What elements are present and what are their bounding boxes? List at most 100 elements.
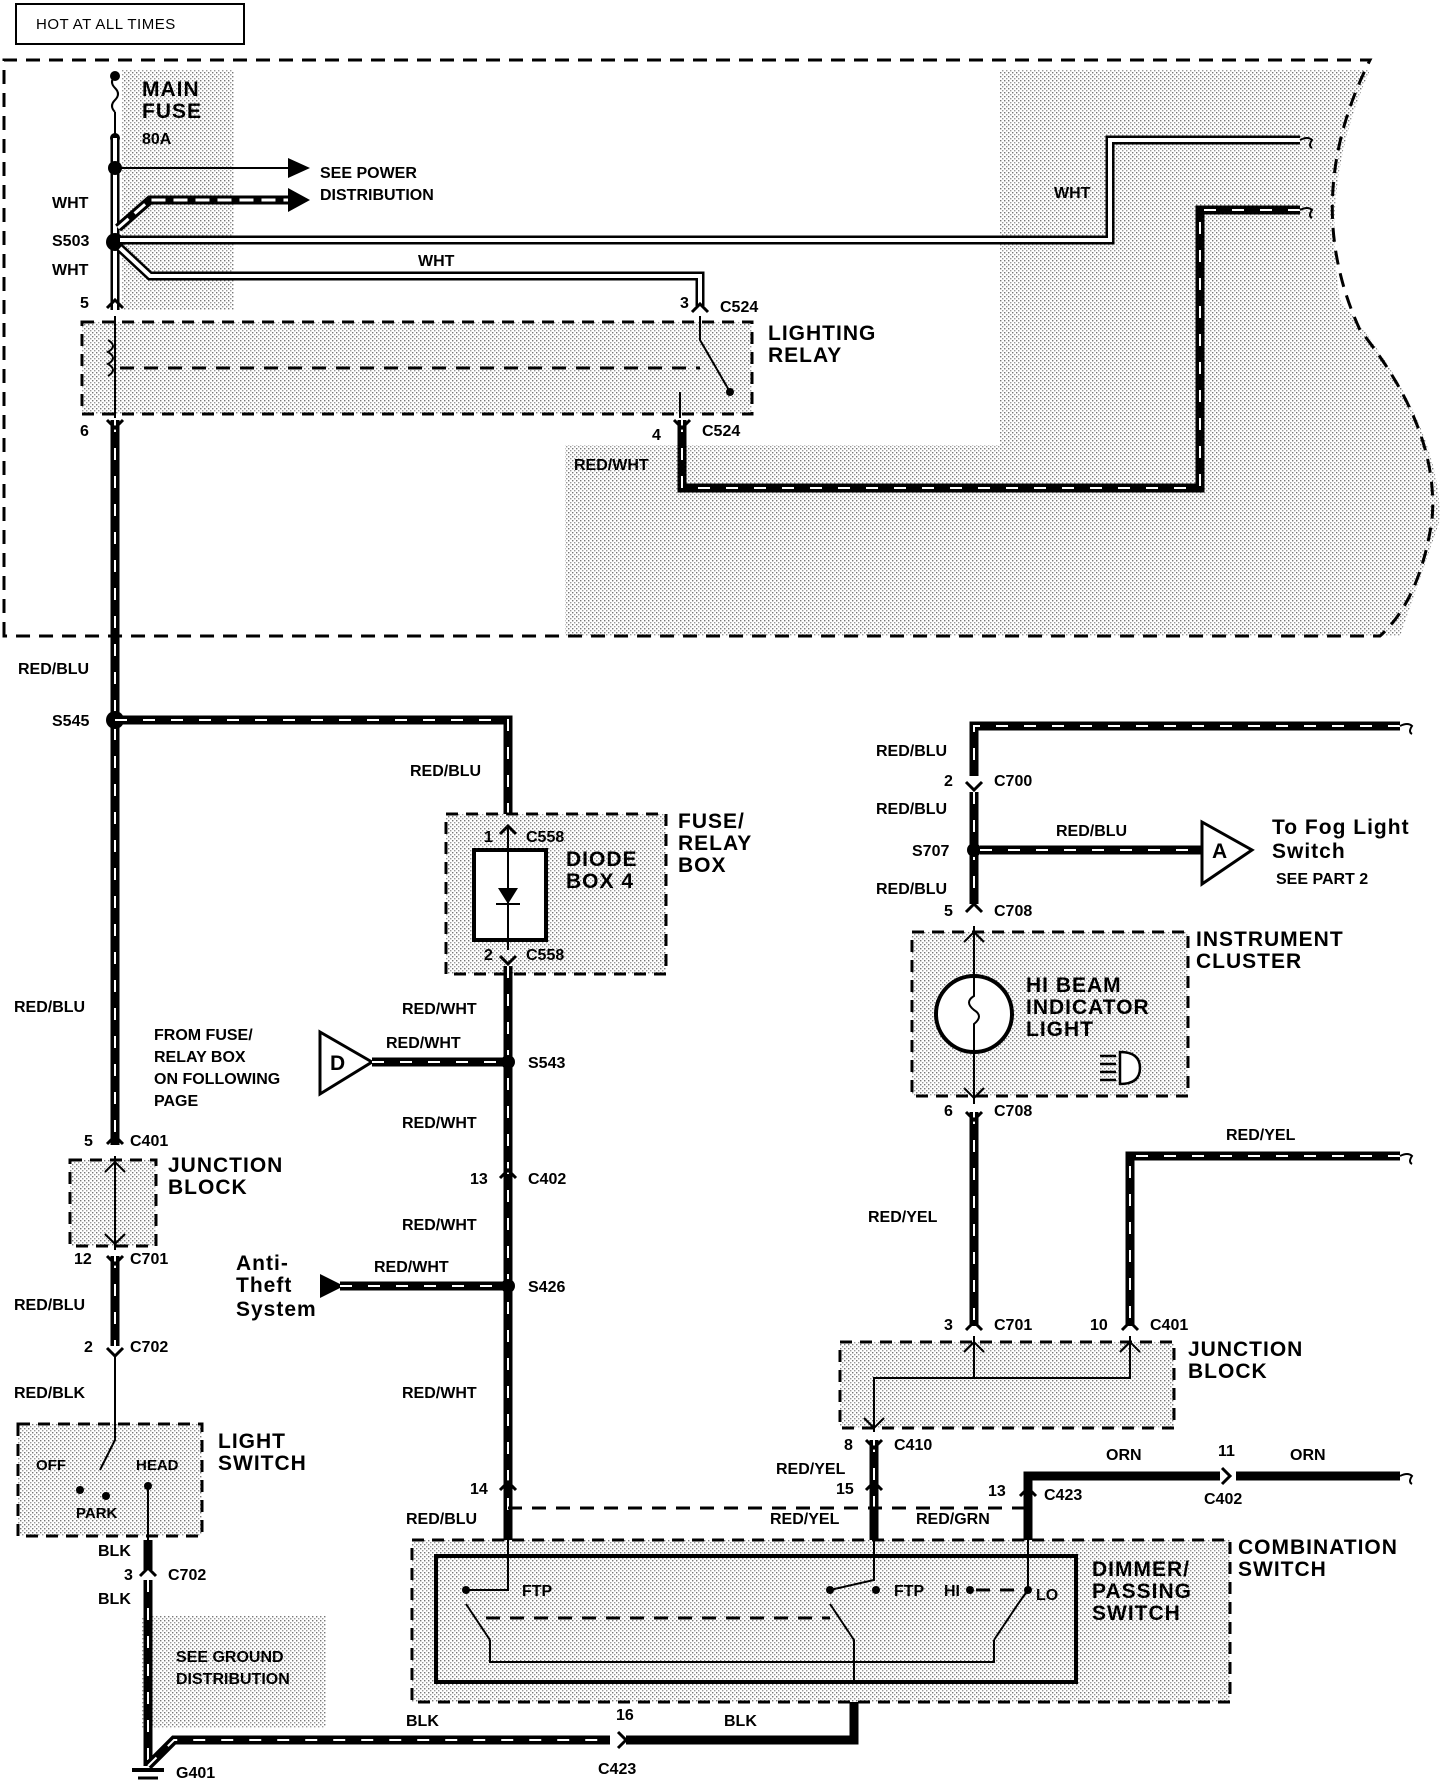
svg-text:BLK: BLK bbox=[406, 1713, 439, 1730]
svg-text:8: 8 bbox=[844, 1437, 853, 1454]
svg-text:FTP: FTP bbox=[522, 1583, 553, 1600]
svg-text:FTP: FTP bbox=[894, 1583, 925, 1600]
svg-text:BLK: BLK bbox=[724, 1713, 757, 1730]
svg-text:C402: C402 bbox=[528, 1171, 566, 1188]
combo-switch-inputs: 14 RED/BLU 15 RED/YEL 13 C423 RED/GRN bbox=[406, 1481, 1082, 1540]
splice-s426: S426 bbox=[528, 1279, 565, 1296]
svg-text:RED/BLU: RED/BLU bbox=[14, 1297, 85, 1314]
svg-text:BOX 4: BOX 4 bbox=[566, 870, 634, 893]
see-power-arrows: SEE POWER DISTRIBUTION bbox=[115, 158, 434, 232]
wht-main-wire bbox=[106, 138, 124, 310]
junction-block-left: JUNCTION BLOCK bbox=[68, 1154, 283, 1250]
svg-text:16: 16 bbox=[616, 1707, 634, 1724]
from-fuse-relay-box: D RED/WHT FROM FUSE/ RELAY BOX ON FOLLOW… bbox=[154, 1027, 504, 1110]
svg-text:RED/BLU: RED/BLU bbox=[876, 881, 947, 898]
instrument-cluster-label: INSTRUMENT bbox=[1196, 928, 1344, 951]
svg-text:RELAY BOX: RELAY BOX bbox=[154, 1049, 246, 1066]
instrument-cluster: HI BEAM INDICATOR LIGHT INSTRUMENT CLUST… bbox=[910, 926, 1344, 1104]
svg-text:WHT: WHT bbox=[52, 262, 89, 279]
svg-text:RED/BLU: RED/BLU bbox=[876, 801, 947, 818]
connector-marks bbox=[105, 297, 1233, 1750]
svg-text:WHT: WHT bbox=[52, 195, 89, 212]
svg-text:13: 13 bbox=[988, 1483, 1006, 1500]
dimmer-switch-label: DIMMER/ bbox=[1092, 1558, 1190, 1581]
red-blu-to-diode-box: RED/BLU bbox=[115, 715, 513, 824]
svg-text:C524: C524 bbox=[720, 299, 758, 316]
svg-text:C410: C410 bbox=[894, 1437, 932, 1454]
svg-text:3: 3 bbox=[680, 295, 689, 312]
svg-text:RED/BLU: RED/BLU bbox=[18, 661, 89, 678]
svg-text:C401: C401 bbox=[1150, 1317, 1188, 1334]
red-blu-top-right bbox=[967, 721, 1414, 904]
svg-text:BLOCK: BLOCK bbox=[1188, 1360, 1268, 1383]
svg-text:DISTRIBUTION: DISTRIBUTION bbox=[320, 187, 434, 204]
svg-text:WHT: WHT bbox=[418, 253, 455, 270]
svg-text:11: 11 bbox=[1218, 1443, 1235, 1460]
combination-switch: COMBINATION SWITCH DIMMER/ PASSING SWITC… bbox=[410, 1506, 1397, 1704]
wht-wire-right: WHT bbox=[120, 135, 1314, 245]
svg-text:5: 5 bbox=[944, 903, 953, 920]
wht-wire-c524: WHT bbox=[116, 244, 705, 306]
svg-text:RED/GRN: RED/GRN bbox=[916, 1511, 990, 1528]
svg-text:C701: C701 bbox=[130, 1251, 168, 1268]
svg-text:SEE POWER: SEE POWER bbox=[320, 165, 417, 182]
svg-text:BLK: BLK bbox=[98, 1543, 131, 1560]
svg-text:6: 6 bbox=[944, 1103, 953, 1120]
svg-text:OFF: OFF bbox=[36, 1457, 66, 1474]
svg-text:C558: C558 bbox=[526, 829, 564, 846]
diode-box-label: DIODE bbox=[566, 848, 638, 871]
svg-text:14: 14 bbox=[470, 1481, 488, 1498]
svg-text:C558: C558 bbox=[526, 947, 564, 964]
svg-text:BLOCK: BLOCK bbox=[168, 1176, 248, 1199]
hot-banner: HOT AT ALL TIMES bbox=[15, 3, 245, 45]
svg-text:2: 2 bbox=[944, 773, 953, 790]
svg-text:RED/BLU: RED/BLU bbox=[410, 763, 481, 780]
svg-text:C423: C423 bbox=[598, 1761, 636, 1778]
svg-text:3: 3 bbox=[944, 1317, 953, 1334]
svg-text:12: 12 bbox=[74, 1251, 92, 1268]
svg-text:RED/YEL: RED/YEL bbox=[868, 1209, 938, 1226]
splice-s707: S707 bbox=[912, 843, 949, 860]
svg-text:FROM FUSE/: FROM FUSE/ bbox=[154, 1027, 253, 1044]
svg-text:FUSE: FUSE bbox=[142, 100, 202, 123]
svg-text:INDICATOR: INDICATOR bbox=[1026, 996, 1150, 1019]
light-switch-label: LIGHT bbox=[218, 1430, 286, 1453]
svg-text:3: 3 bbox=[124, 1567, 133, 1584]
svg-text:JUNCTION: JUNCTION bbox=[168, 1154, 283, 1177]
svg-text:RED/YEL: RED/YEL bbox=[776, 1461, 846, 1478]
svg-text:SEE GROUND: SEE GROUND bbox=[176, 1649, 284, 1666]
fuse-relay-box: FUSE/ RELAY BOX DIODE BOX 4 bbox=[444, 810, 752, 976]
hi-beam-label: HI BEAM bbox=[1026, 974, 1122, 997]
svg-text:System: System bbox=[236, 1298, 317, 1321]
svg-text:15: 15 bbox=[836, 1481, 854, 1498]
svg-text:6: 6 bbox=[80, 423, 89, 440]
svg-text:WHT: WHT bbox=[1054, 185, 1091, 202]
svg-text:C700: C700 bbox=[994, 773, 1032, 790]
svg-text:ON FOLLOWING: ON FOLLOWING bbox=[154, 1071, 280, 1088]
svg-text:C701: C701 bbox=[994, 1317, 1032, 1334]
svg-text:RED/WHT: RED/WHT bbox=[402, 1385, 477, 1402]
svg-text:CLUSTER: CLUSTER bbox=[1196, 950, 1302, 973]
svg-text:C708: C708 bbox=[994, 1103, 1032, 1120]
svg-text:RED/BLU: RED/BLU bbox=[14, 999, 85, 1016]
svg-text:A: A bbox=[1212, 840, 1228, 863]
svg-text:RELAY: RELAY bbox=[678, 832, 752, 855]
svg-text:LO: LO bbox=[1036, 1587, 1058, 1604]
svg-text:RED/BLK: RED/BLK bbox=[14, 1385, 86, 1402]
svg-text:RED/WHT: RED/WHT bbox=[374, 1259, 449, 1276]
svg-text:PASSING: PASSING bbox=[1092, 1580, 1192, 1603]
red-blu-main-wire bbox=[106, 420, 124, 1145]
red-yel-top-right: RED/YEL bbox=[1125, 1127, 1414, 1326]
splice-s503: S503 bbox=[52, 233, 89, 250]
junction-block-right: JUNCTION BLOCK bbox=[838, 1336, 1302, 1432]
svg-text:RED/WHT: RED/WHT bbox=[386, 1035, 461, 1052]
red-yel-cluster-wire: RED/YEL bbox=[868, 1112, 979, 1326]
main-fuse-label: MAIN bbox=[142, 78, 200, 101]
svg-text:RED/WHT: RED/WHT bbox=[574, 457, 649, 474]
ground-g401: G401 bbox=[176, 1765, 215, 1782]
svg-text:RED/WHT: RED/WHT bbox=[402, 1115, 477, 1132]
svg-text:C702: C702 bbox=[168, 1567, 206, 1584]
svg-text:5: 5 bbox=[80, 295, 89, 312]
splice-s545: S545 bbox=[52, 713, 89, 730]
lighting-relay: LIGHTING RELAY bbox=[80, 316, 875, 418]
